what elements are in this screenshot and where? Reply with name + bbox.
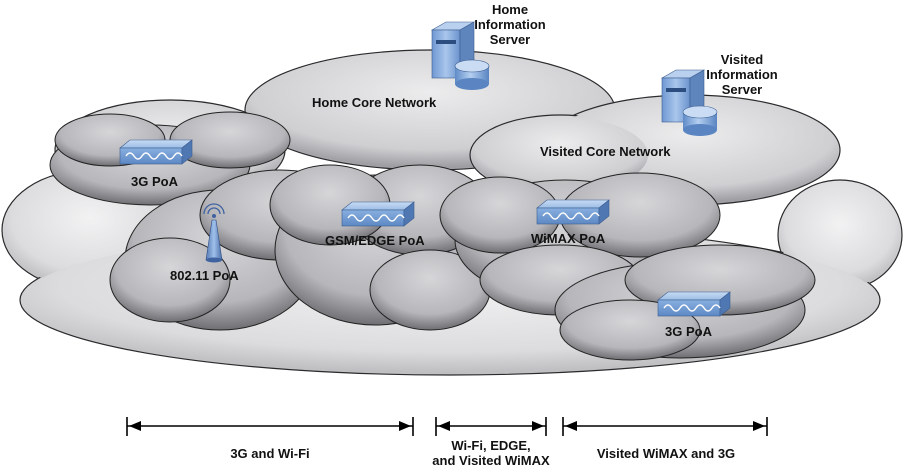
wimax-poa-device-icon xyxy=(536,199,610,225)
range-label-3g-wifi-line-1: 3G and Wi-Fi xyxy=(230,446,310,461)
visited-3g-poa-label: 3G PoA xyxy=(665,324,712,339)
visited-server-label-line-1: Visited xyxy=(720,52,764,67)
home-3g-poa-device-icon xyxy=(119,139,193,165)
visited-information-server-icon xyxy=(660,69,718,136)
gsm-edge-access-cloud xyxy=(269,164,491,331)
visited-core-network-label: Visited Core Network xyxy=(540,144,671,159)
visited-server-label-line-3: Server xyxy=(721,82,763,97)
home-server-label: Home Information Server xyxy=(470,2,550,47)
visited-3g-poa-device-icon xyxy=(657,291,731,317)
range-label-visited-wimax-3g-line-1: Visited WiMAX and 3G xyxy=(596,446,736,461)
range-label-wifi-edge-wimax-line-1: Wi-Fi, EDGE, xyxy=(451,438,531,453)
home-3g-access-cloud xyxy=(49,111,291,206)
wifi-antenna-icon xyxy=(203,203,225,263)
range-label-wifi-edge-wimax-line-2: and Visited WiMAX xyxy=(432,453,550,468)
range-arrow-wifi-edge-wimax xyxy=(435,417,547,436)
range-label-visited-wimax-3g: Visited WiMAX and 3G xyxy=(580,446,752,461)
home-information-server-icon xyxy=(430,21,490,90)
home-3g-poa-label: 3G PoA xyxy=(131,174,178,189)
home-core-network-label: Home Core Network xyxy=(312,95,437,110)
gsm-edge-poa-device-icon xyxy=(341,201,415,227)
range-label-3g-wifi: 3G and Wi-Fi xyxy=(190,446,350,461)
wimax-poa-label: WiMAX PoA xyxy=(531,231,606,246)
visited-server-label-line-2: Information xyxy=(706,67,778,82)
visited-server-label: Visited Information Server xyxy=(700,52,784,97)
home-server-label-line-3: Server xyxy=(489,32,531,47)
home-server-label-line-2: Information xyxy=(474,17,546,32)
gsm-edge-poa-label: GSM/EDGE PoA xyxy=(325,233,425,248)
range-arrow-3g-wifi xyxy=(126,417,414,436)
wifi-poa-label: 802.11 PoA xyxy=(170,268,239,283)
range-label-wifi-edge-wimax: Wi-Fi, EDGE, and Visited WiMAX xyxy=(420,438,562,468)
range-arrow-visited-wimax-3g xyxy=(562,417,768,436)
home-server-label-line-1: Home xyxy=(491,2,529,17)
